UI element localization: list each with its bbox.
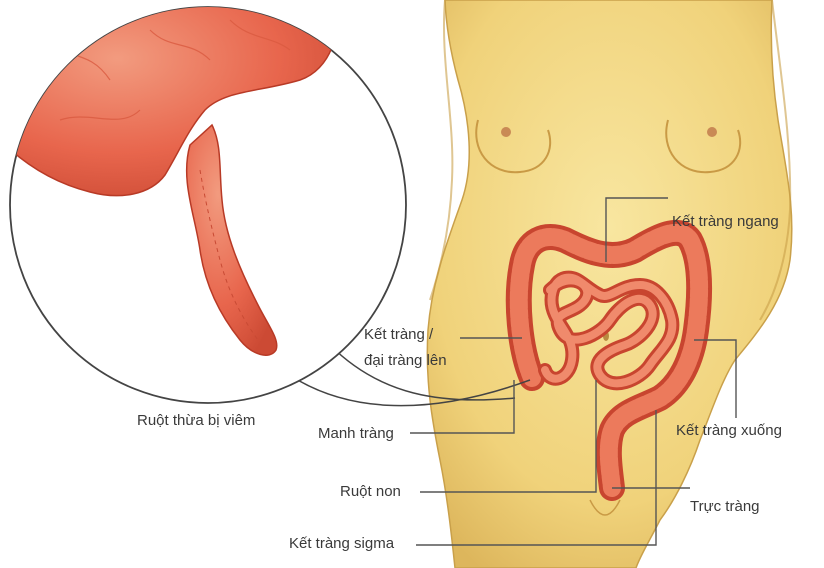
nipple-right	[707, 127, 717, 137]
nipple-left	[501, 127, 511, 137]
label-ascending-colon-line1: Kết tràng /	[364, 325, 433, 344]
label-transverse-colon: Kết tràng ngang	[672, 212, 779, 231]
label-small-intestine: Ruột non	[340, 482, 401, 501]
label-rectum: Trực tràng	[690, 497, 760, 516]
label-sigmoid-colon: Kết tràng sigma	[289, 534, 394, 553]
label-cecum: Manh tràng	[318, 424, 394, 443]
label-inflamed-appendix: Ruột thừa bị viêm	[137, 411, 255, 430]
label-ascending-colon-line2: đại tràng lên	[364, 351, 447, 370]
label-descending-colon: Kết tràng xuống	[676, 421, 782, 440]
